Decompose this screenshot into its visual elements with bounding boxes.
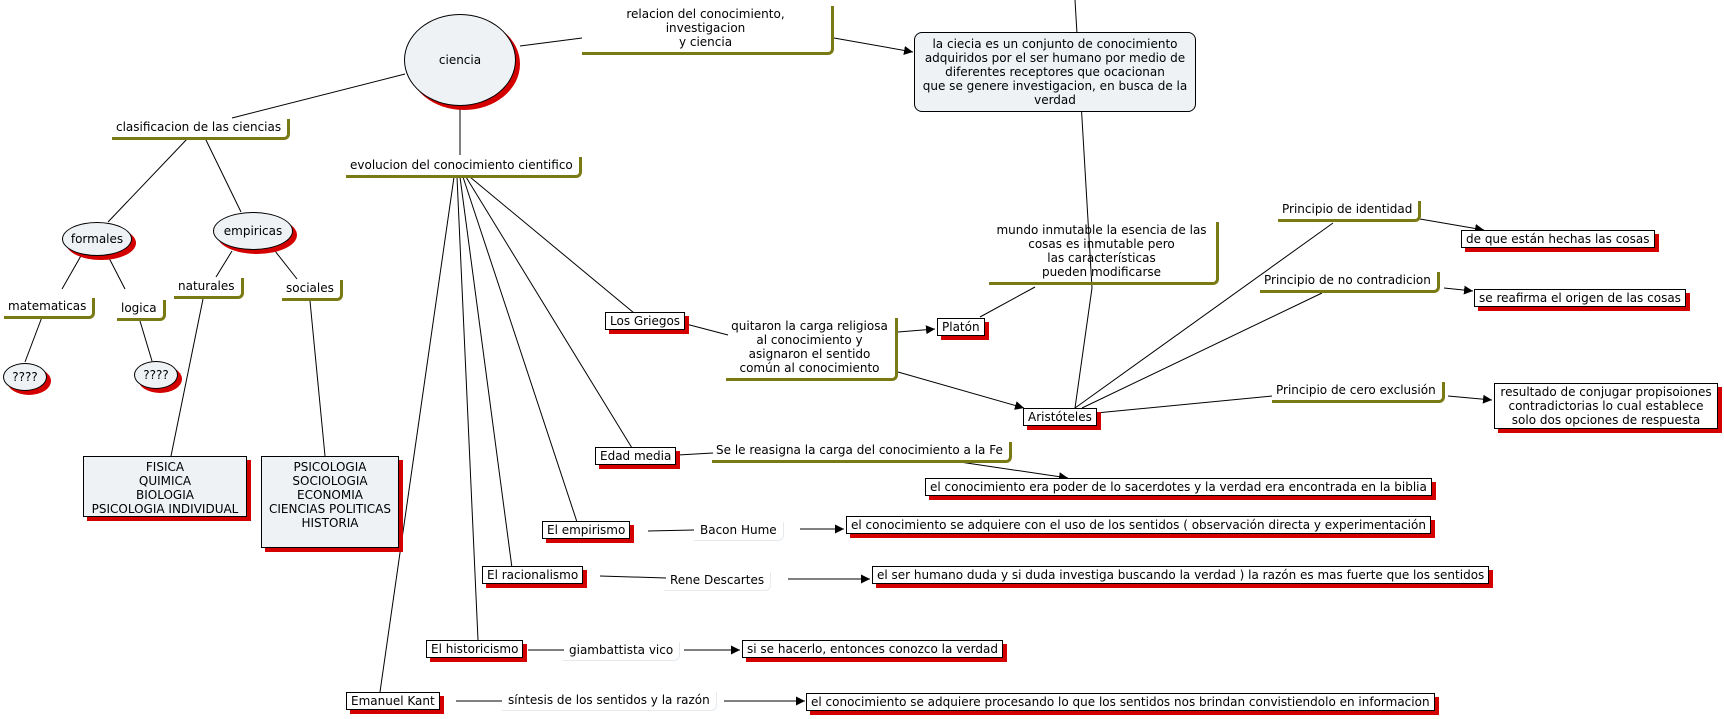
link-evolucion-racionalismo bbox=[459, 176, 513, 569]
node-aristoteles[interactable]: Aristóteles bbox=[1023, 408, 1097, 426]
node-griegos[interactable]: Los Griegos bbox=[605, 312, 686, 330]
node-logica[interactable]: logica bbox=[117, 300, 166, 321]
node-racionalismo[interactable]: El racionalismo bbox=[482, 566, 584, 584]
link-formales-matematicas bbox=[61, 253, 83, 290]
link-clasificacion-formales bbox=[107, 137, 189, 223]
link-evolucion-edad-media bbox=[465, 176, 633, 449]
link-empiricas-naturales bbox=[215, 250, 233, 278]
node-principio-cero[interactable]: Principio de cero exclusión bbox=[1272, 382, 1445, 403]
node-formales-label: formales bbox=[70, 232, 124, 246]
link-formales-logica bbox=[107, 255, 126, 290]
node-sociales-list[interactable]: PSICOLOGIA SOCIOLOGIA ECONOMIA CIENCIAS … bbox=[261, 456, 399, 548]
link-empiricas-sociales bbox=[274, 250, 298, 280]
node-q2[interactable]: ???? bbox=[134, 361, 178, 389]
link-platon-mundo bbox=[979, 286, 1036, 318]
link-sociales-list bbox=[309, 300, 326, 457]
node-matematicas[interactable]: matematicas bbox=[4, 298, 96, 319]
node-principio-nocontra-result[interactable]: se reafirma el origen de las cosas bbox=[1474, 289, 1686, 307]
link-identidad-result bbox=[1419, 218, 1485, 233]
node-mundo[interactable]: mundo inmutable la esencia de las cosas … bbox=[989, 222, 1219, 285]
link-reasigna-result bbox=[959, 461, 1069, 482]
link-empirismo-bacon bbox=[647, 529, 695, 532]
node-quitaron[interactable]: quitaron la carga religiosa al conocimie… bbox=[726, 318, 898, 381]
link-aristoteles-identidad bbox=[1074, 222, 1334, 409]
node-principio-identidad[interactable]: Principio de identidad bbox=[1278, 201, 1422, 222]
link-ciencia-relacion bbox=[519, 37, 583, 47]
node-naturales[interactable]: naturales bbox=[174, 278, 244, 299]
node-sociales[interactable]: sociales bbox=[282, 280, 343, 301]
node-racionalismo-result[interactable]: el ser humano duda y si duda investiga b… bbox=[872, 566, 1490, 584]
link-edad-reasigna bbox=[677, 452, 714, 456]
node-empiricas[interactable]: empiricas bbox=[213, 212, 293, 250]
link-griegos-quitaron bbox=[685, 323, 729, 336]
node-edad-media[interactable]: Edad media bbox=[595, 447, 677, 465]
link-quitaron-aristoteles bbox=[897, 371, 1025, 410]
link-evolucion-kant bbox=[379, 176, 455, 693]
node-sintesis[interactable]: síntesis de los sentidos y la razón bbox=[502, 692, 717, 711]
node-empiricas-label: empiricas bbox=[223, 224, 283, 238]
link-nocontra-result bbox=[1443, 285, 1474, 295]
link-logica-q2 bbox=[139, 320, 153, 362]
node-ciencia[interactable]: ciencia bbox=[404, 14, 516, 106]
node-principio-cero-result[interactable]: resultado de conjugar propisoiones contr… bbox=[1494, 383, 1718, 429]
link-clasificacion-empiricas bbox=[204, 137, 242, 213]
node-kant[interactable]: Emanuel Kant bbox=[346, 692, 440, 710]
node-formales[interactable]: formales bbox=[62, 222, 132, 256]
link-racionalismo-descartes bbox=[599, 575, 667, 579]
node-relacion[interactable]: relacion del conocimiento, investigacion… bbox=[582, 6, 834, 55]
node-evolucion[interactable]: evolucion del conocimiento cientifico bbox=[346, 157, 582, 178]
node-empirismo-result[interactable]: el conocimiento se adquiere con el uso d… bbox=[846, 516, 1431, 534]
node-empirismo[interactable]: El empirismo bbox=[542, 521, 631, 539]
link-evolucion-griegos bbox=[469, 176, 635, 314]
node-q2-label: ???? bbox=[143, 368, 169, 382]
node-q1-label: ???? bbox=[12, 370, 38, 384]
link-ciencia-clasificacion bbox=[231, 73, 406, 119]
link-evolucion-historicismo bbox=[456, 176, 479, 641]
link-relacion-definicion bbox=[833, 37, 914, 55]
node-edad-media-result[interactable]: el conocimiento era poder de lo sacerdot… bbox=[925, 478, 1432, 496]
link-matematicas-q1 bbox=[24, 316, 43, 363]
node-naturales-list[interactable]: FISICA QUIMICA BIOLOGIA PSICOLOGIA INDIV… bbox=[83, 456, 247, 517]
node-platon[interactable]: Platón bbox=[937, 318, 985, 336]
node-reasigna[interactable]: Se le reasigna la carga del conocimiento… bbox=[712, 442, 1012, 463]
link-quitaron-platon bbox=[897, 325, 936, 335]
node-bacon[interactable]: Bacon Hume bbox=[694, 522, 784, 541]
node-vico[interactable]: giambattista vico bbox=[563, 642, 681, 661]
node-descartes[interactable]: Rene Descartes bbox=[664, 572, 772, 591]
node-historicismo[interactable]: El historicismo bbox=[426, 640, 524, 658]
node-definicion[interactable]: la ciecia es un conjunto de conocimiento… bbox=[914, 32, 1196, 112]
node-clasificacion[interactable]: clasificacion de las ciencias bbox=[112, 119, 291, 140]
node-q1[interactable]: ???? bbox=[3, 363, 47, 391]
link-aristoteles-cero bbox=[1095, 395, 1273, 414]
node-kant-result[interactable]: el conocimiento se adquiere procesando l… bbox=[806, 693, 1435, 711]
link-aristoteles-mundo-2 bbox=[1074, 287, 1093, 409]
node-principio-nocontra[interactable]: Principio de no contradicion bbox=[1260, 272, 1440, 293]
link-aristoteles-nocontra bbox=[1081, 292, 1323, 409]
node-ciencia-label: ciencia bbox=[438, 53, 482, 67]
link-naturales-list bbox=[170, 298, 204, 457]
node-historicismo-result[interactable]: si se hacerlo, entonces conozco la verda… bbox=[742, 640, 1003, 658]
link-evolucion-empirismo bbox=[462, 176, 578, 523]
node-principio-identidad-result[interactable]: de que están hechas las cosas bbox=[1461, 230, 1655, 248]
link-cero-result bbox=[1447, 394, 1493, 404]
